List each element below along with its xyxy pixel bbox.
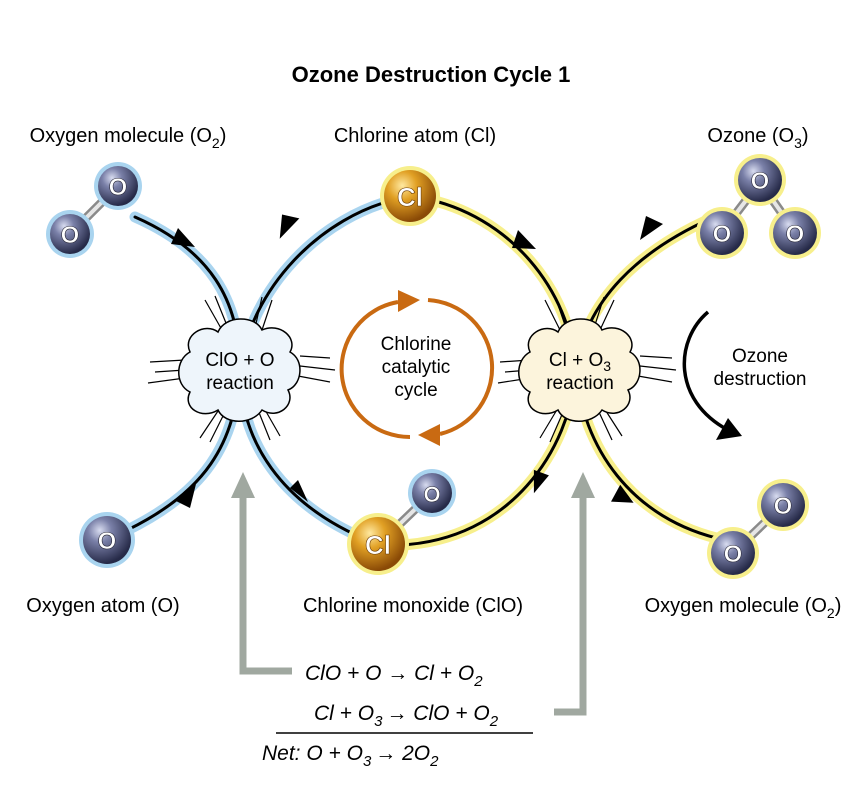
- label-ozone: Ozone (O3): [707, 125, 808, 151]
- chlorine-catalytic-cycle: Chlorine catalytic cycle: [339, 290, 495, 446]
- cl-atom-label: Cl: [365, 530, 391, 560]
- burst-lines-left: [147, 295, 336, 443]
- o-atom-label: O: [61, 222, 80, 249]
- ozone-molecule: O O O: [696, 154, 821, 259]
- o-atom-label: O: [786, 221, 805, 248]
- diagram-title: Ozone Destruction Cycle 1: [292, 62, 571, 87]
- clo-o-reaction-cloud: ClO + O reaction: [147, 295, 336, 443]
- label-oxygen-molecule-top: Oxygen molecule (O2): [30, 125, 227, 151]
- left-reaction-line1: ClO + O: [205, 350, 274, 371]
- label-chlorine-atom: Chlorine atom (Cl): [334, 125, 496, 147]
- right-reaction-line2: reaction: [546, 373, 614, 394]
- chlorine-monoxide-molecule: O Cl: [347, 469, 456, 575]
- label-oxygen-molecule-bottom: Oxygen molecule (O2): [645, 595, 842, 621]
- destruction-line1: Ozone: [732, 346, 788, 367]
- oxygen-molecule-top: O O: [46, 162, 142, 258]
- o-atom-label: O: [724, 541, 743, 568]
- o-atom-label: O: [713, 221, 732, 248]
- oxygen-atom-bottom: O: [79, 512, 135, 568]
- right-reaction-line1: Cl + O3: [549, 350, 611, 374]
- cycle-line1: Chlorine: [381, 334, 452, 355]
- o-atom-label: O: [423, 482, 440, 507]
- destruction-line2: destruction: [714, 369, 807, 390]
- o-atom-label: O: [774, 493, 793, 520]
- equation-connectors: [231, 472, 595, 716]
- label-oxygen-atom: Oxygen atom (O): [26, 595, 179, 617]
- o-atom-label: O: [98, 528, 117, 555]
- left-reaction-line2: reaction: [206, 373, 274, 394]
- equation-1: ClO + O → Cl + O2: [305, 662, 483, 690]
- cycle-line2: catalytic: [382, 357, 451, 378]
- cl-atom-label: Cl: [397, 182, 423, 212]
- chlorine-atom-top: Cl: [380, 166, 440, 226]
- o-atom-label: O: [109, 174, 128, 201]
- equation-2: Cl + O3→ ClO + O2: [314, 702, 499, 730]
- o-atom-label: O: [751, 168, 770, 195]
- cl-o3-reaction-cloud: Cl + O3 reaction: [497, 295, 677, 443]
- oxygen-molecule-bottom: O O: [707, 479, 809, 579]
- cycle-line3: cycle: [394, 380, 437, 401]
- net-equation: Net: O + O3→ 2O2: [262, 742, 439, 770]
- label-chlorine-monoxide: Chlorine monoxide (ClO): [303, 595, 523, 617]
- path-arrowheads: [171, 214, 663, 508]
- ozone-destruction-note: Ozone destruction: [682, 310, 807, 440]
